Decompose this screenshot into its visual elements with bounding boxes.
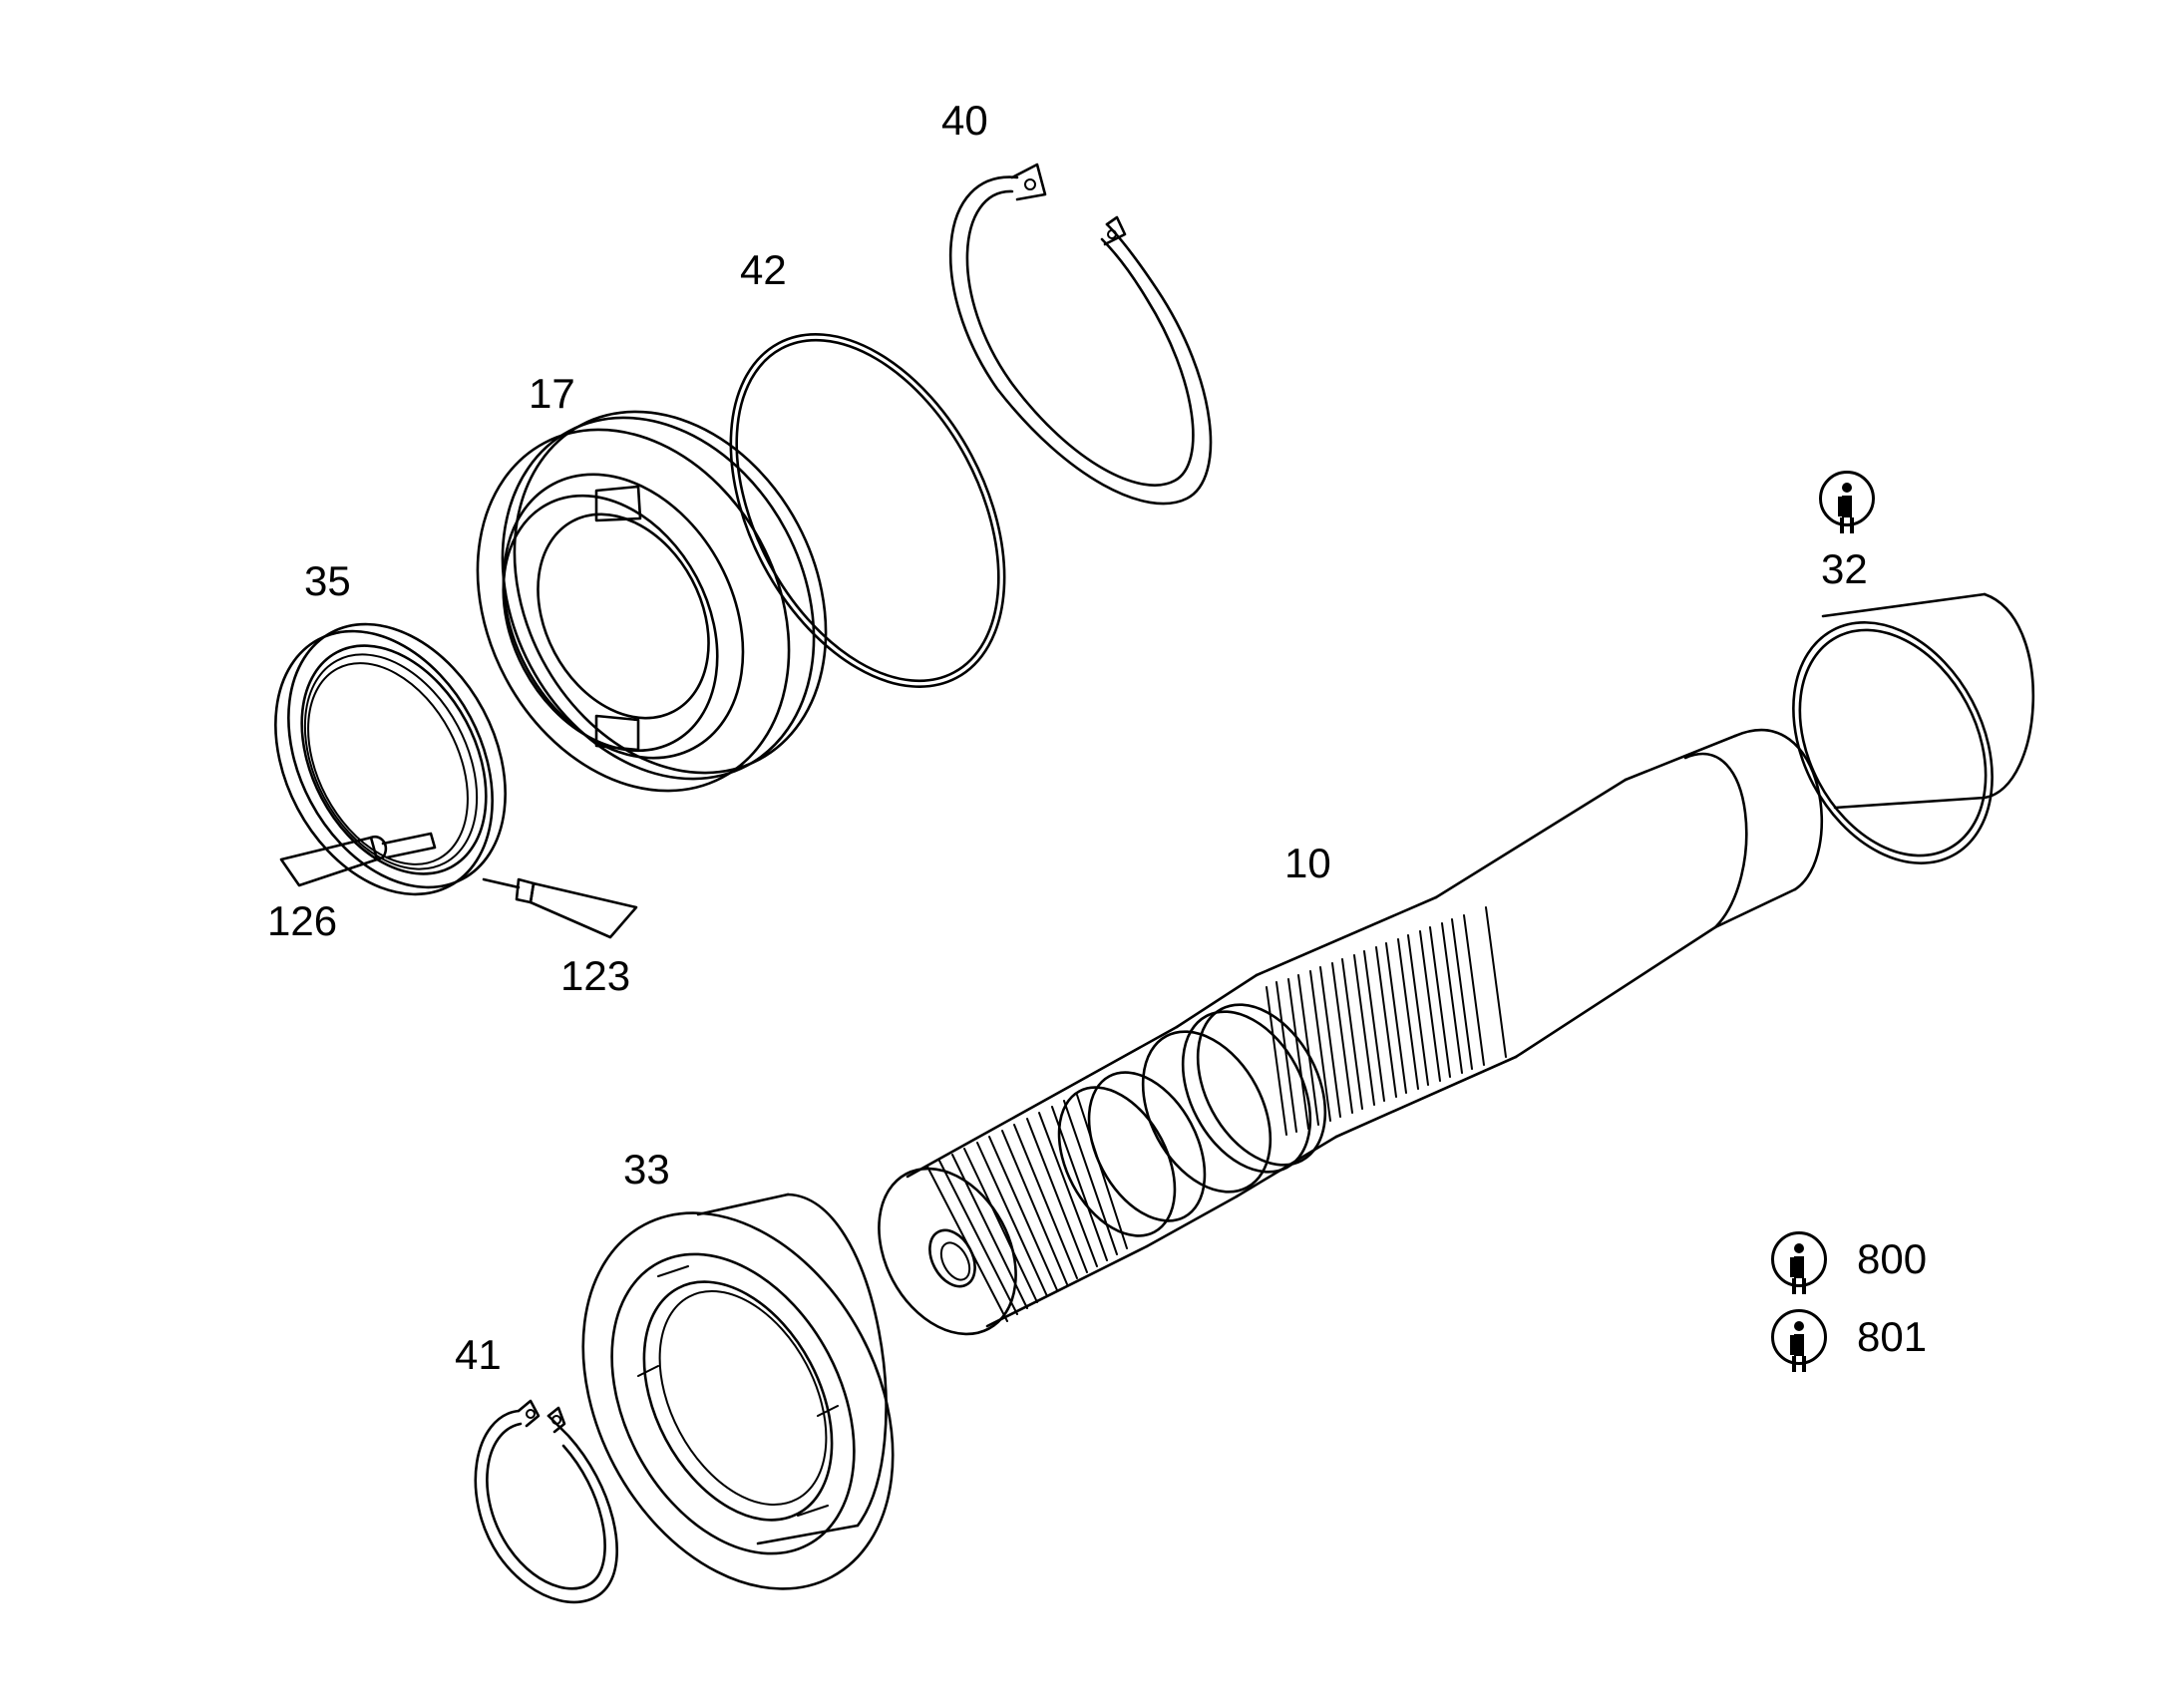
snap-ring-40[interactable]	[948, 163, 1213, 506]
tube-126[interactable]	[279, 832, 437, 887]
callout-123: 123	[560, 952, 631, 999]
callout-17: 17	[529, 370, 575, 417]
callout-42: 42	[740, 246, 787, 293]
ball-bearing-33[interactable]	[521, 1160, 954, 1643]
info-note-800: 800	[1857, 1235, 1928, 1282]
bushing-32[interactable]	[1753, 588, 2035, 898]
seal-ring-35[interactable]	[232, 586, 549, 931]
callout-32: 32	[1821, 545, 1868, 592]
shaft-10[interactable]	[852, 728, 1823, 1358]
snap-ring-41[interactable]	[474, 1399, 618, 1604]
callout-40: 40	[941, 97, 988, 144]
info-icon[interactable]	[1771, 1309, 1827, 1365]
tube-123[interactable]	[482, 877, 638, 939]
info-icon[interactable]	[1819, 471, 1875, 526]
callout-41: 41	[455, 1331, 502, 1378]
callout-33: 33	[623, 1146, 670, 1193]
callout-35: 35	[304, 557, 351, 604]
info-note-801: 801	[1857, 1313, 1928, 1360]
bearing-17[interactable]	[417, 357, 887, 846]
o-ring-42[interactable]	[675, 288, 1061, 733]
callout-10: 10	[1284, 840, 1331, 886]
callout-126: 126	[267, 897, 338, 944]
info-icon[interactable]	[1771, 1231, 1827, 1287]
